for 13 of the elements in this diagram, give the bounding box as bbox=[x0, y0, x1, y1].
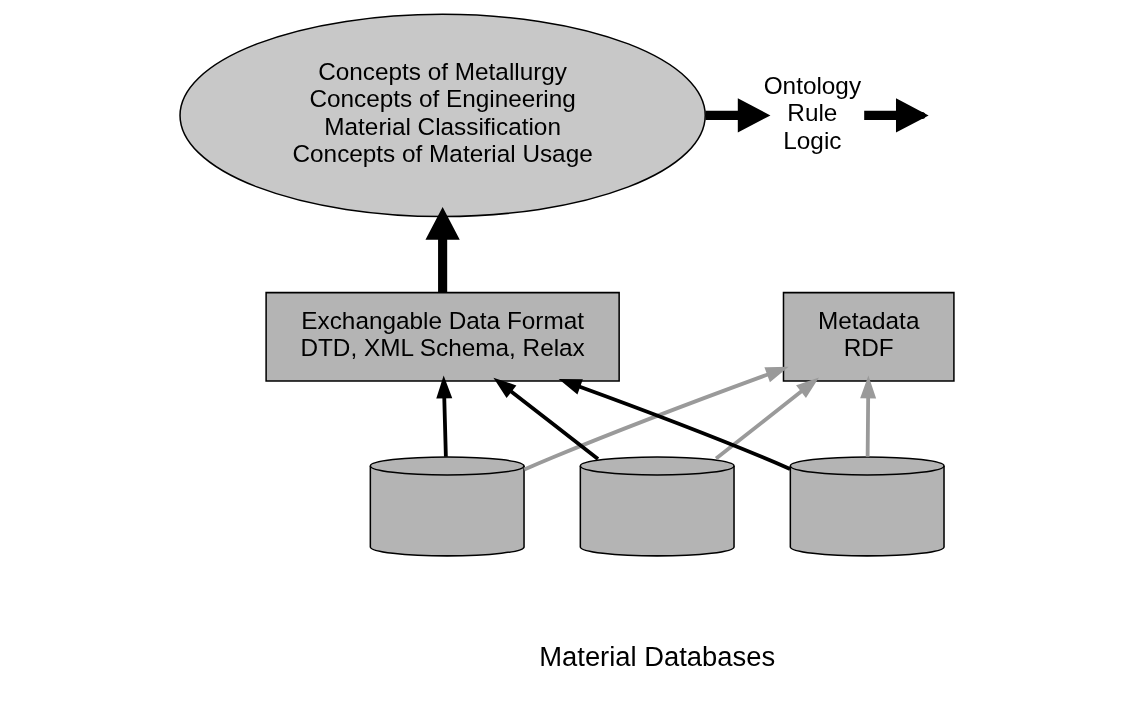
arrow bbox=[523, 366, 789, 472]
arrow bbox=[493, 377, 600, 461]
label: Material Databases bbox=[539, 641, 776, 673]
node-box: Metadata RDF bbox=[782, 291, 955, 382]
arrow bbox=[714, 377, 819, 460]
arrow bbox=[436, 375, 453, 457]
arrow bbox=[558, 379, 791, 471]
arrow bbox=[705, 98, 771, 133]
node-box: Exchangable Data Format DTD, XML Schema, Relax bbox=[265, 291, 620, 382]
node-ellipse: Concepts of Metallurgy Concepts of Engineering Material Classification Concepts of Material Usage bbox=[179, 13, 706, 218]
node-text: Ontology Rule Logic bbox=[763, 71, 862, 154]
arrow bbox=[425, 207, 460, 293]
arrow bbox=[860, 375, 877, 457]
